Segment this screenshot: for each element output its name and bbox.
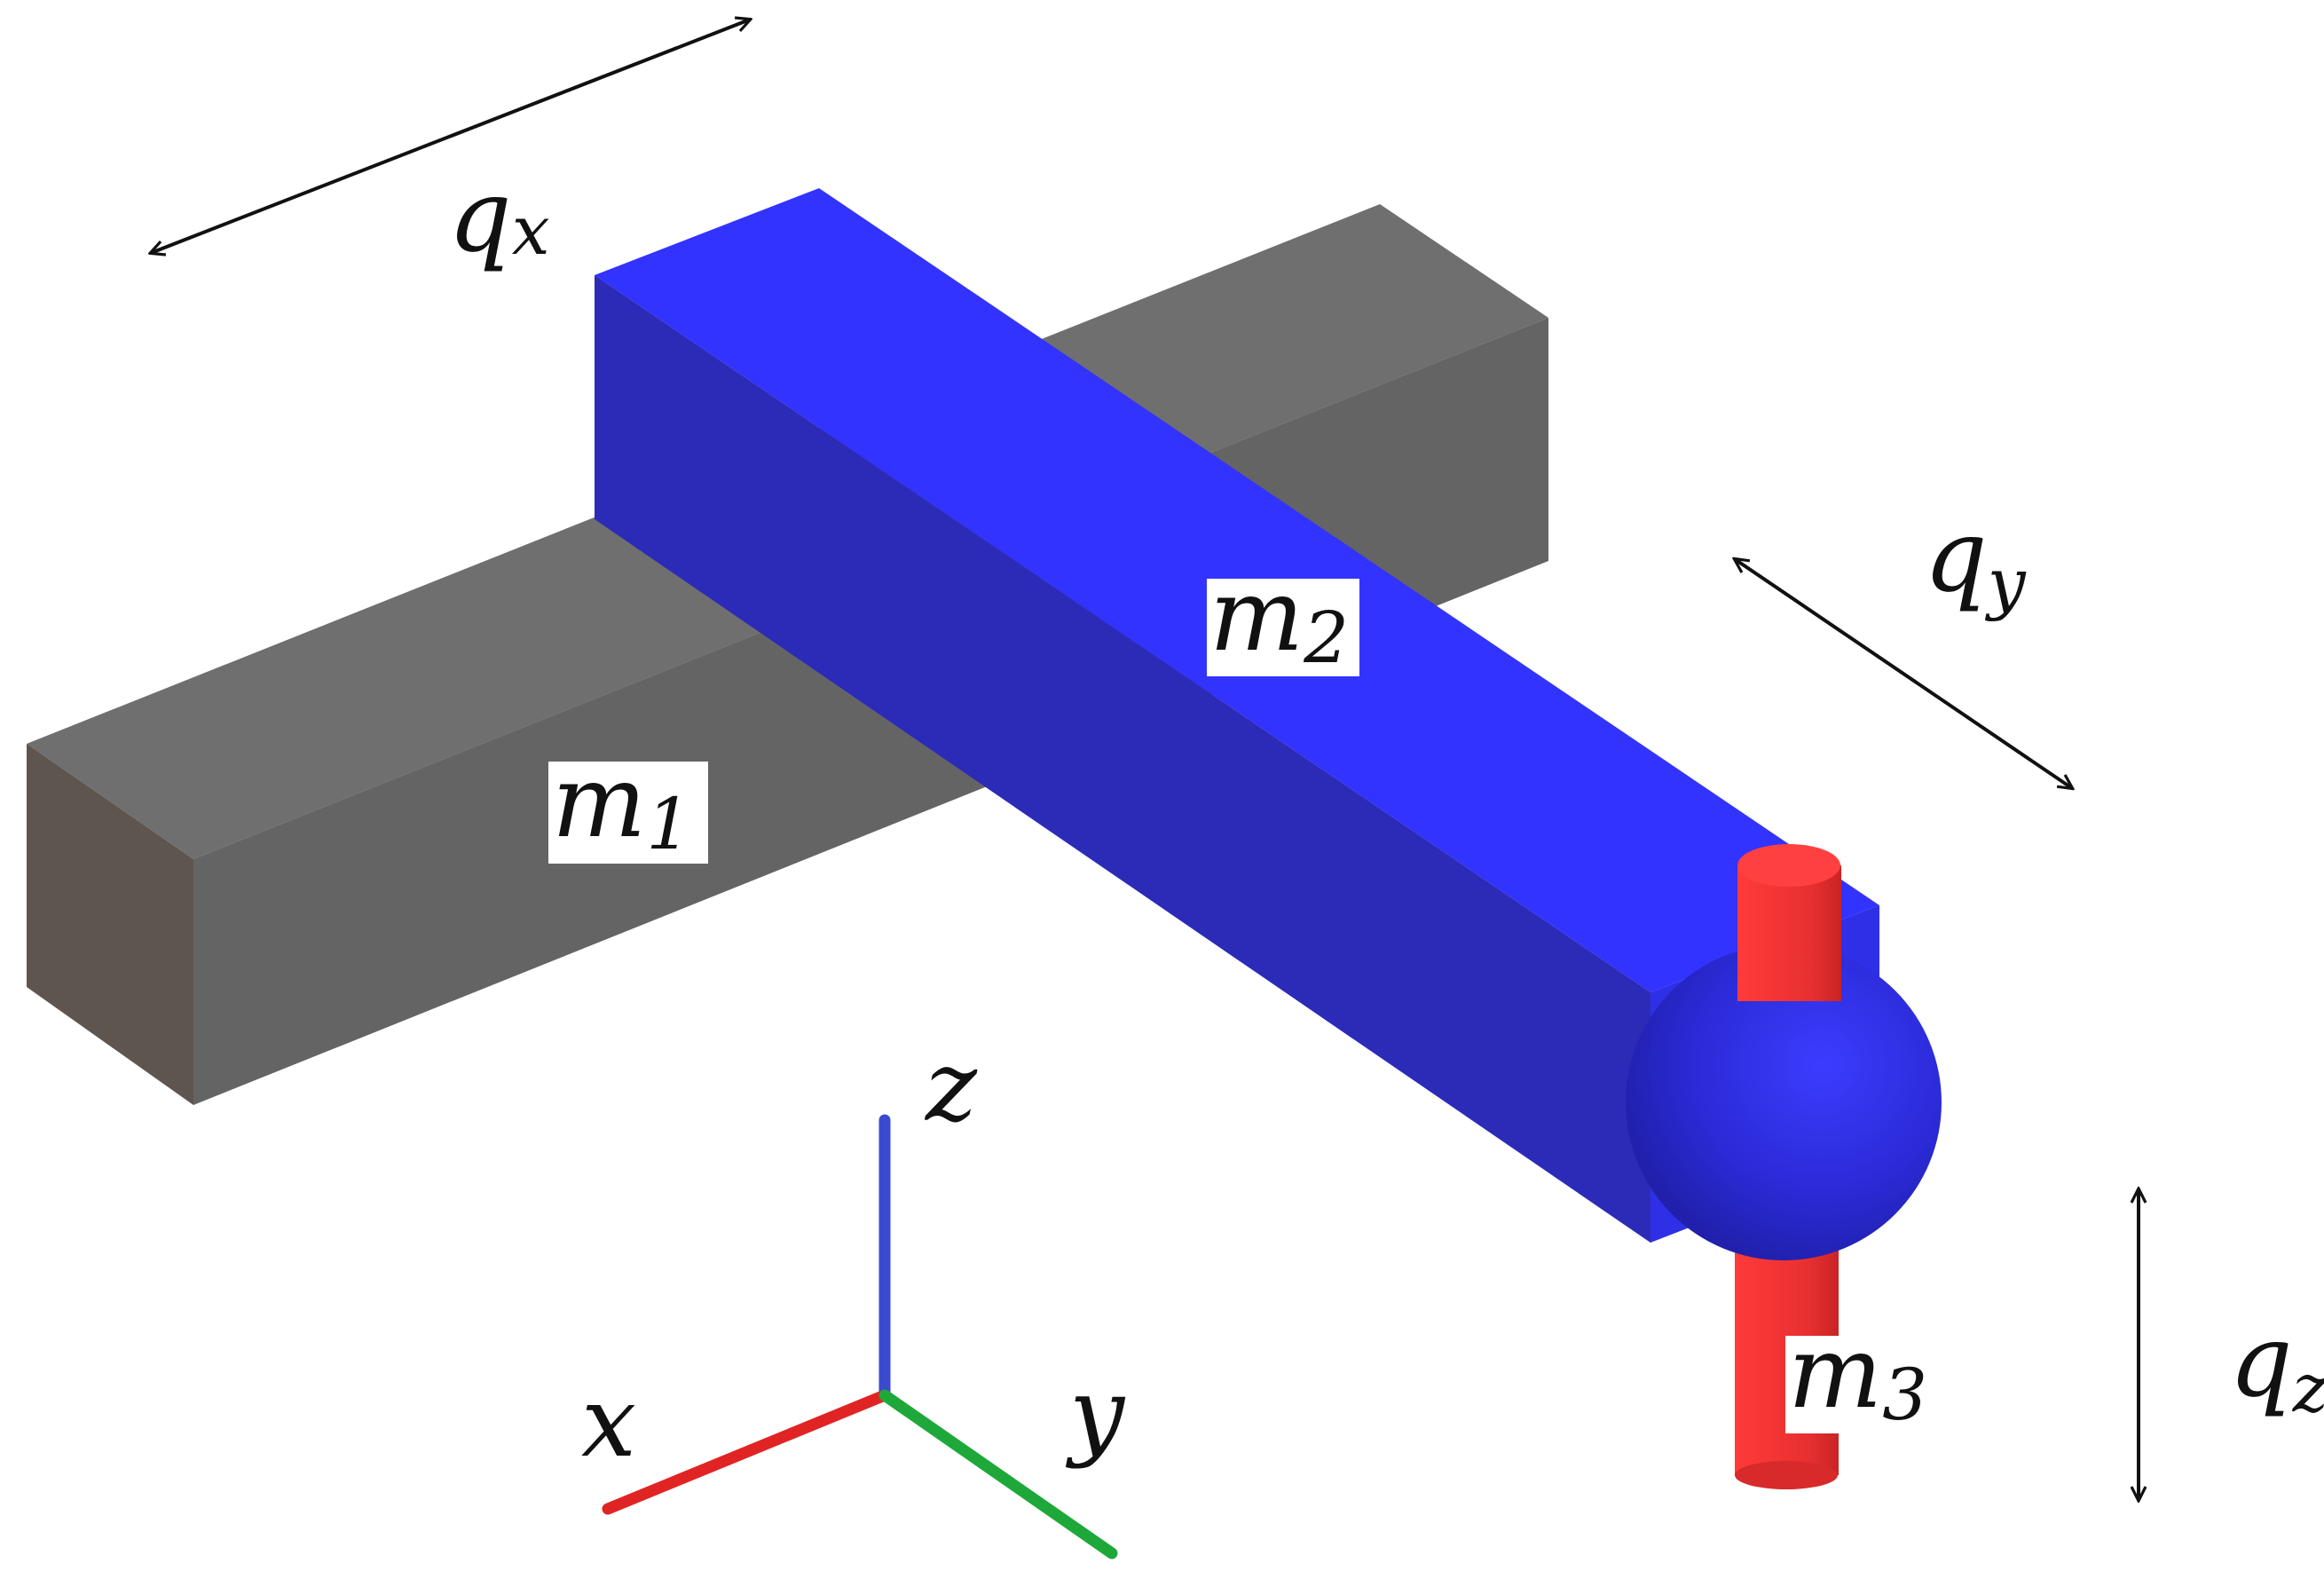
label-m2-group: m2	[1207, 558, 1359, 679]
label-m3-group: m3	[1785, 1315, 1934, 1436]
label-qx: qx	[448, 159, 550, 274]
axis-x-label: x	[581, 1365, 636, 1479]
label-m2: m2	[1209, 558, 1349, 679]
sphere-joint	[1626, 944, 1942, 1260]
label-m1: m1	[552, 745, 691, 865]
rod-m3-top-cap	[1737, 844, 1840, 887]
axis-y-line	[878, 1389, 1118, 1559]
label-qz: qz	[2229, 1304, 2324, 1427]
label-m1-group: m1	[548, 745, 708, 865]
arrow-qx	[151, 20, 750, 253]
coordinate-frame: z x y	[581, 1030, 1126, 1559]
motion-arrows	[151, 20, 2139, 1500]
axis-y-label: y	[1065, 1356, 1126, 1470]
label-m3: m3	[1788, 1315, 1927, 1436]
rod-m3-through-sphere	[1737, 941, 1841, 1001]
axis-x-line	[602, 1389, 891, 1515]
arrow-qy	[1735, 559, 2072, 788]
axis-z-label: z	[924, 1030, 978, 1143]
rod-m3-bottom-cap	[1735, 1461, 1838, 1489]
label-qy: qy	[1924, 499, 2027, 622]
beam-m2-front-face	[595, 275, 1650, 1243]
beam-m1-end-face	[27, 744, 193, 1105]
